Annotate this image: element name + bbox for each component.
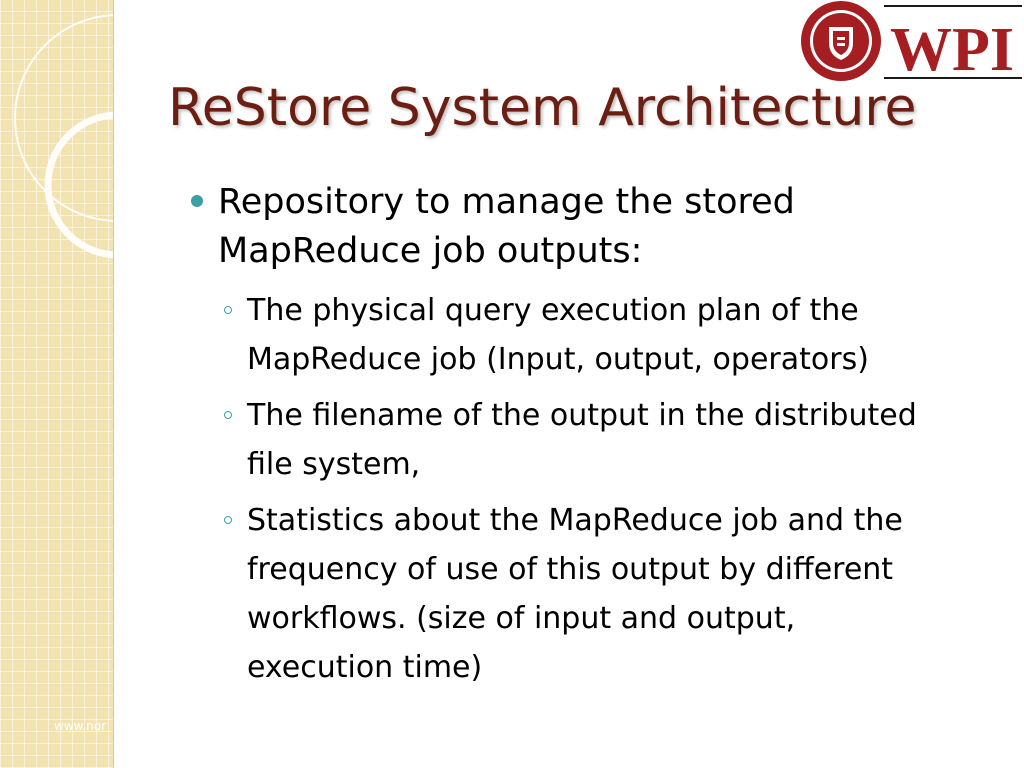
sub-bullet-statistics: Statistics about the MapReduce job and t… xyxy=(188,496,988,692)
filled-circle-bullet-icon xyxy=(191,195,203,207)
sub-bullet-line: execution time) xyxy=(247,650,483,685)
slide-title: ReStore System Architecture xyxy=(168,78,917,138)
ring-bullet-icon xyxy=(224,306,232,314)
decorative-circles xyxy=(14,14,113,259)
sub-bullet-line: frequency of use of this output by diffe… xyxy=(247,552,894,587)
sub-bullet-line: The physical query execution plan of the xyxy=(247,293,859,328)
sub-bullet-execution-plan: The physical query execution plan of the… xyxy=(188,286,988,384)
sub-bullet-list: The physical query execution plan of the… xyxy=(188,286,988,692)
bullet-line: MapReduce job outputs: xyxy=(218,231,643,271)
wpi-logo: WPI xyxy=(801,1,1022,82)
sub-bullet-line: workflows. (size of input and output, xyxy=(247,601,796,636)
bullet-repository: Repository to manage the stored MapReduc… xyxy=(188,178,988,276)
bullet-line: Repository to manage the stored xyxy=(218,182,795,222)
ring-bullet-icon xyxy=(224,516,232,524)
sub-bullet-line: Statistics about the MapReduce job and t… xyxy=(247,503,903,538)
watermark-text: www.nor xyxy=(54,719,107,733)
sub-bullet-line: MapReduce job (Input, output, operators) xyxy=(247,342,869,377)
sub-bullet-filename: The filename of the output in the distri… xyxy=(188,391,988,489)
bullet-content: Repository to manage the stored MapReduc… xyxy=(188,178,988,699)
wpi-wordmark: WPI xyxy=(890,16,1014,82)
left-decorative-band xyxy=(0,0,114,768)
wpi-seal-icon xyxy=(801,1,881,81)
sub-bullet-line: file system, xyxy=(247,447,421,482)
ring-bullet-icon xyxy=(224,411,232,419)
sub-bullet-line: The filename of the output in the distri… xyxy=(247,398,917,433)
